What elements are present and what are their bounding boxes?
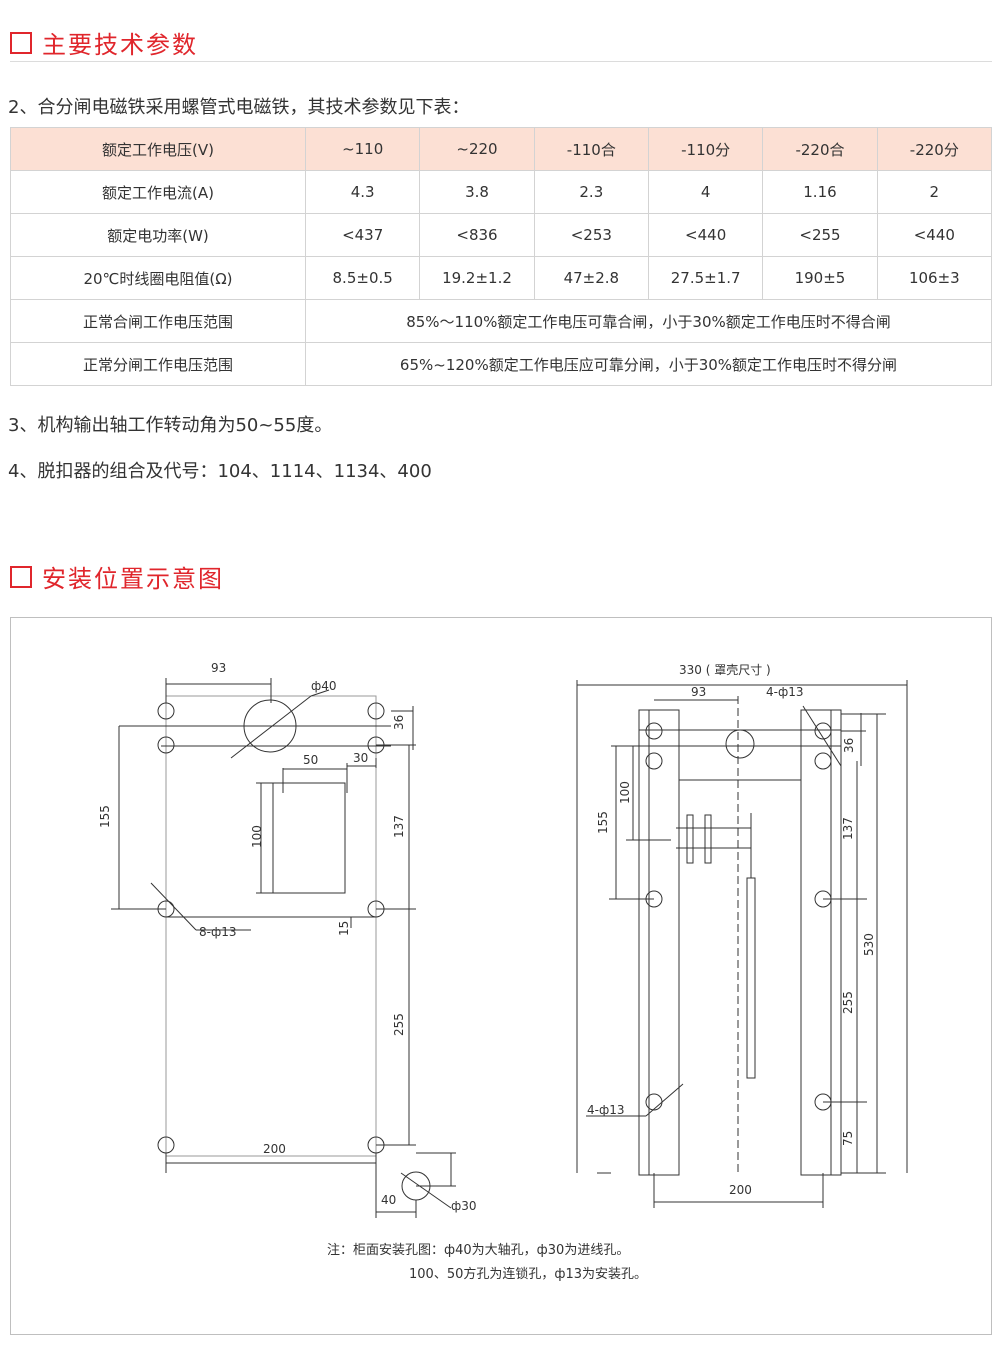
mount-hole: [367, 702, 385, 720]
dim-label: 255: [392, 1013, 406, 1036]
table-cell: 正常合闸工作电压范围: [10, 299, 306, 343]
table-cell: 正常分闸工作电压范围: [10, 342, 306, 386]
table-cell: <255: [762, 213, 878, 257]
dim-label: 137: [392, 815, 406, 838]
table-cell: 3.8: [419, 170, 535, 214]
table-row: 20℃时线圈电阻值(Ω) 8.5±0.5 19.2±1.2 47±2.8 27.…: [10, 256, 993, 300]
dim-label: 75: [841, 1131, 855, 1146]
dim-label: 155: [98, 805, 112, 828]
dim-label: 36: [392, 715, 406, 730]
mount-hole: [814, 752, 832, 770]
table-cell: <836: [419, 213, 535, 257]
spec-table: 额定工作电压(V) ~110 ~220 -110合 -110分 -220合 -2…: [10, 127, 993, 386]
table-header-cell: 额定工作电压(V): [10, 127, 306, 171]
dim-label: 100: [250, 825, 264, 848]
table-row: 正常合闸工作电压范围 85%～110%额定工作电压可靠合闸，小于30%额定工作电…: [10, 299, 992, 343]
table-header-cell: ~110: [304, 127, 421, 171]
table-row: 额定工作电流(A) 4.3 3.8 2.3 4 1.16 2: [10, 170, 993, 214]
diagram-note-line1: 注：柜面安装孔图：ф40为大轴孔，ф30为进线孔。: [327, 1243, 630, 1258]
angle-description: 3、机构输出轴工作转动角为50~55度。: [8, 415, 333, 436]
dim-label: 200: [729, 1183, 752, 1197]
table-cell: 额定工作电流(A): [10, 170, 306, 214]
dim-label: 530: [862, 933, 876, 956]
section-title: 安装位置示意图: [42, 565, 224, 593]
table-cell: 2: [876, 170, 993, 214]
checkbox-square-icon: [10, 31, 32, 54]
table-header-cell: -110合: [533, 127, 649, 171]
dim-label: 4-ф13: [766, 685, 804, 699]
table-cell: 27.5±1.7: [647, 256, 764, 300]
magnet-description: 2、合分闸电磁铁采用螺管式电磁铁，其技术参数见下表：: [8, 97, 470, 118]
mount-hole: [157, 736, 175, 754]
table-header-cell: ~220: [419, 127, 535, 171]
left-panel-drawing: [111, 678, 456, 1218]
trip-description: 4、脱扣器的组合及代号：104、1114、1134、400: [8, 461, 432, 482]
table-cell: 19.2±1.2: [419, 256, 535, 300]
shaft-hole: [243, 699, 297, 753]
lock-hole: [272, 782, 346, 894]
table-cell: <253: [533, 213, 649, 257]
table-cell: <440: [876, 213, 993, 257]
side-plate: [638, 709, 680, 1176]
table-cell: 2.3: [533, 170, 649, 214]
table-cell: 额定电功率(W): [10, 213, 306, 257]
table-row: 额定电功率(W) <437 <836 <253 <440 <255 <440: [10, 213, 993, 257]
dim-label: ф30: [451, 1199, 477, 1213]
table-cell: 190±5: [762, 256, 878, 300]
dim-label: 93: [691, 685, 706, 699]
dim-label: 8-ф13: [199, 925, 237, 939]
table-cell: <437: [304, 213, 421, 257]
table-cell: 8.5±0.5: [304, 256, 421, 300]
dim-label: 137: [841, 817, 855, 840]
dim-label: 100: [618, 781, 632, 804]
section-header-install: 安装位置示意图: [10, 559, 224, 594]
table-cell: 20℃时线圈电阻值(Ω): [10, 256, 306, 300]
dim-label: 30: [353, 751, 368, 765]
dim-label: 200: [263, 1142, 286, 1156]
table-header-cell: -220合: [762, 127, 878, 171]
mounting-drawing: 93 ф40 36 50 30 155 100 137 8-ф13 15 255…: [98, 661, 908, 1218]
table-row: 正常分闸工作电压范围 65%~120%额定工作电压应可靠分闸，小于30%额定工作…: [10, 342, 992, 386]
table-cell: 106±3: [876, 256, 993, 300]
dim-label: 93: [211, 661, 226, 675]
mount-hole: [157, 702, 175, 720]
right-frame-drawing: [576, 680, 908, 1208]
dim-label: 4-ф13: [587, 1103, 625, 1117]
section-title: 主要技术参数: [42, 31, 198, 59]
mount-hole: [814, 722, 832, 740]
dim-label: 255: [841, 991, 855, 1014]
dim-label: 40: [381, 1193, 396, 1207]
dim-label: 330 ( 罩壳尺寸 ): [679, 663, 771, 677]
dim-label: 15: [337, 921, 351, 936]
dim-label: ф40: [311, 679, 337, 693]
table-cell: 47±2.8: [533, 256, 649, 300]
table-cell: 85%～110%额定工作电压可靠合闸，小于30%额定工作电压时不得合闸: [305, 299, 992, 343]
table-header-cell: -110分: [647, 127, 764, 171]
mount-hole: [645, 722, 663, 740]
table-cell: <440: [647, 213, 764, 257]
diagram-note-line2: 100、50方孔为连锁孔，ф13为安装孔。: [409, 1267, 648, 1282]
section-divider: [10, 61, 992, 62]
mount-hole: [645, 1093, 663, 1111]
dim-label: 50: [303, 753, 318, 767]
side-plate: [800, 709, 842, 1176]
mount-hole: [645, 752, 663, 770]
dim-label: 155: [596, 811, 610, 834]
shaft: [725, 729, 755, 759]
dim-label: 36: [842, 738, 856, 753]
table-header-row: 额定工作电压(V) ~110 ~220 -110合 -110分 -220合 -2…: [10, 127, 993, 171]
table-cell: 4.3: [304, 170, 421, 214]
table-cell: 4: [647, 170, 764, 214]
checkbox-square-icon: [10, 565, 32, 588]
installation-diagram: 93 ф40 36 50 30 155 100 137 8-ф13 15 255…: [10, 617, 992, 1335]
table-cell: 65%~120%额定工作电压应可靠分闸，小于30%额定工作电压时不得分闸: [305, 342, 992, 386]
table-cell: 1.16: [762, 170, 878, 214]
section-header-specs: 主要技术参数: [10, 25, 198, 60]
table-header-cell: -220分: [876, 127, 993, 171]
